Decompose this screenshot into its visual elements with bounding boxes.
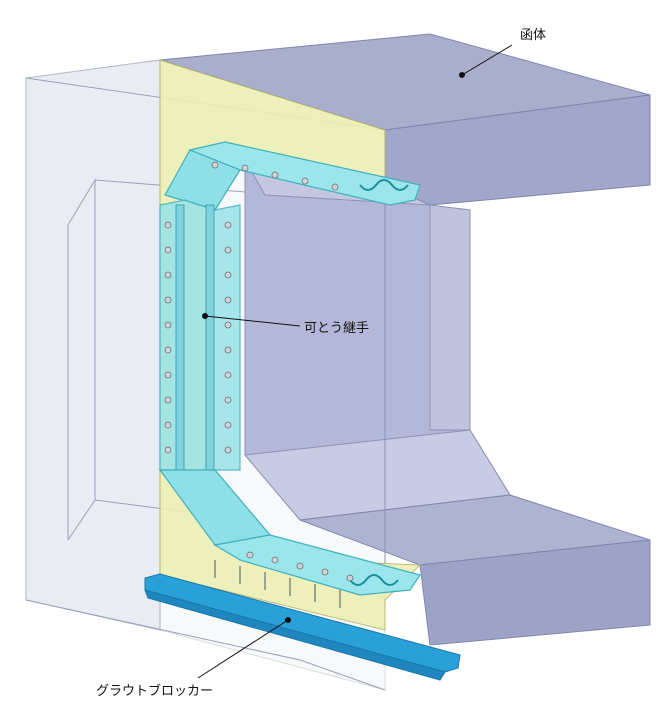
leader-dot-flexible-joint — [202, 313, 208, 319]
label-box-body: 函体 — [520, 28, 547, 43]
leader-dot-box-body — [459, 72, 465, 78]
leader-lines — [197, 44, 513, 679]
label-grout-blocker: グラウトブロッカー — [96, 684, 214, 699]
label-flexible-joint: 可とう継手 — [304, 321, 370, 336]
joint-bolts — [164, 161, 354, 582]
flexible-joint — [158, 141, 421, 596]
anchor-bolts — [214, 560, 341, 608]
leader-dot-grout-blocker — [285, 617, 291, 623]
grout-blocker — [144, 573, 461, 681]
